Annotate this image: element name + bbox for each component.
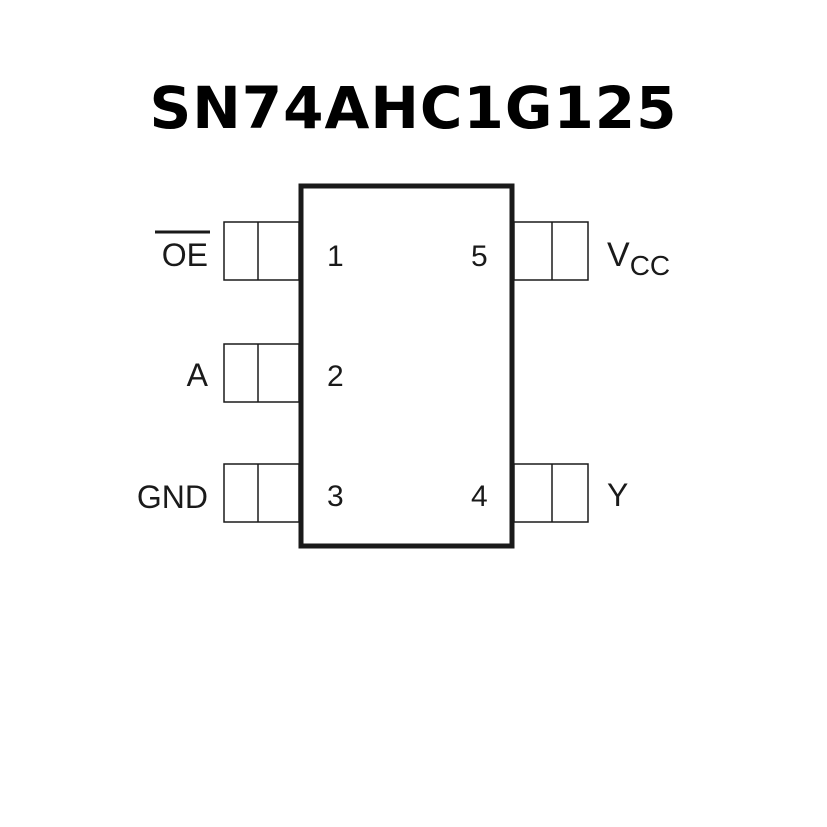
pin-1: 1 OE — [155, 221, 344, 281]
pin-1-number: 1 — [327, 240, 344, 273]
pin-4-name: Y — [607, 477, 628, 513]
pin-5: 5 VCC — [471, 221, 670, 281]
pin-2-number: 2 — [327, 360, 344, 393]
pin-5-subscript: CC — [630, 250, 670, 281]
pin-2: 2 A — [187, 343, 344, 403]
chip-title: SN74AHC1G125 — [149, 74, 678, 142]
pin-2-name: A — [187, 357, 209, 393]
pin-3-name: GND — [137, 479, 208, 515]
pin-3: 3 GND — [137, 463, 344, 523]
pin-1-name: OE — [162, 237, 208, 273]
pin-5-name-group: VCC — [607, 236, 670, 281]
pin-4: 4 Y — [471, 463, 628, 523]
pin-3-number: 3 — [327, 480, 344, 513]
pin-5-name: V — [607, 236, 630, 274]
chip-body — [298, 183, 515, 549]
pin-5-number: 5 — [471, 240, 488, 273]
pin-4-number: 4 — [471, 480, 488, 513]
